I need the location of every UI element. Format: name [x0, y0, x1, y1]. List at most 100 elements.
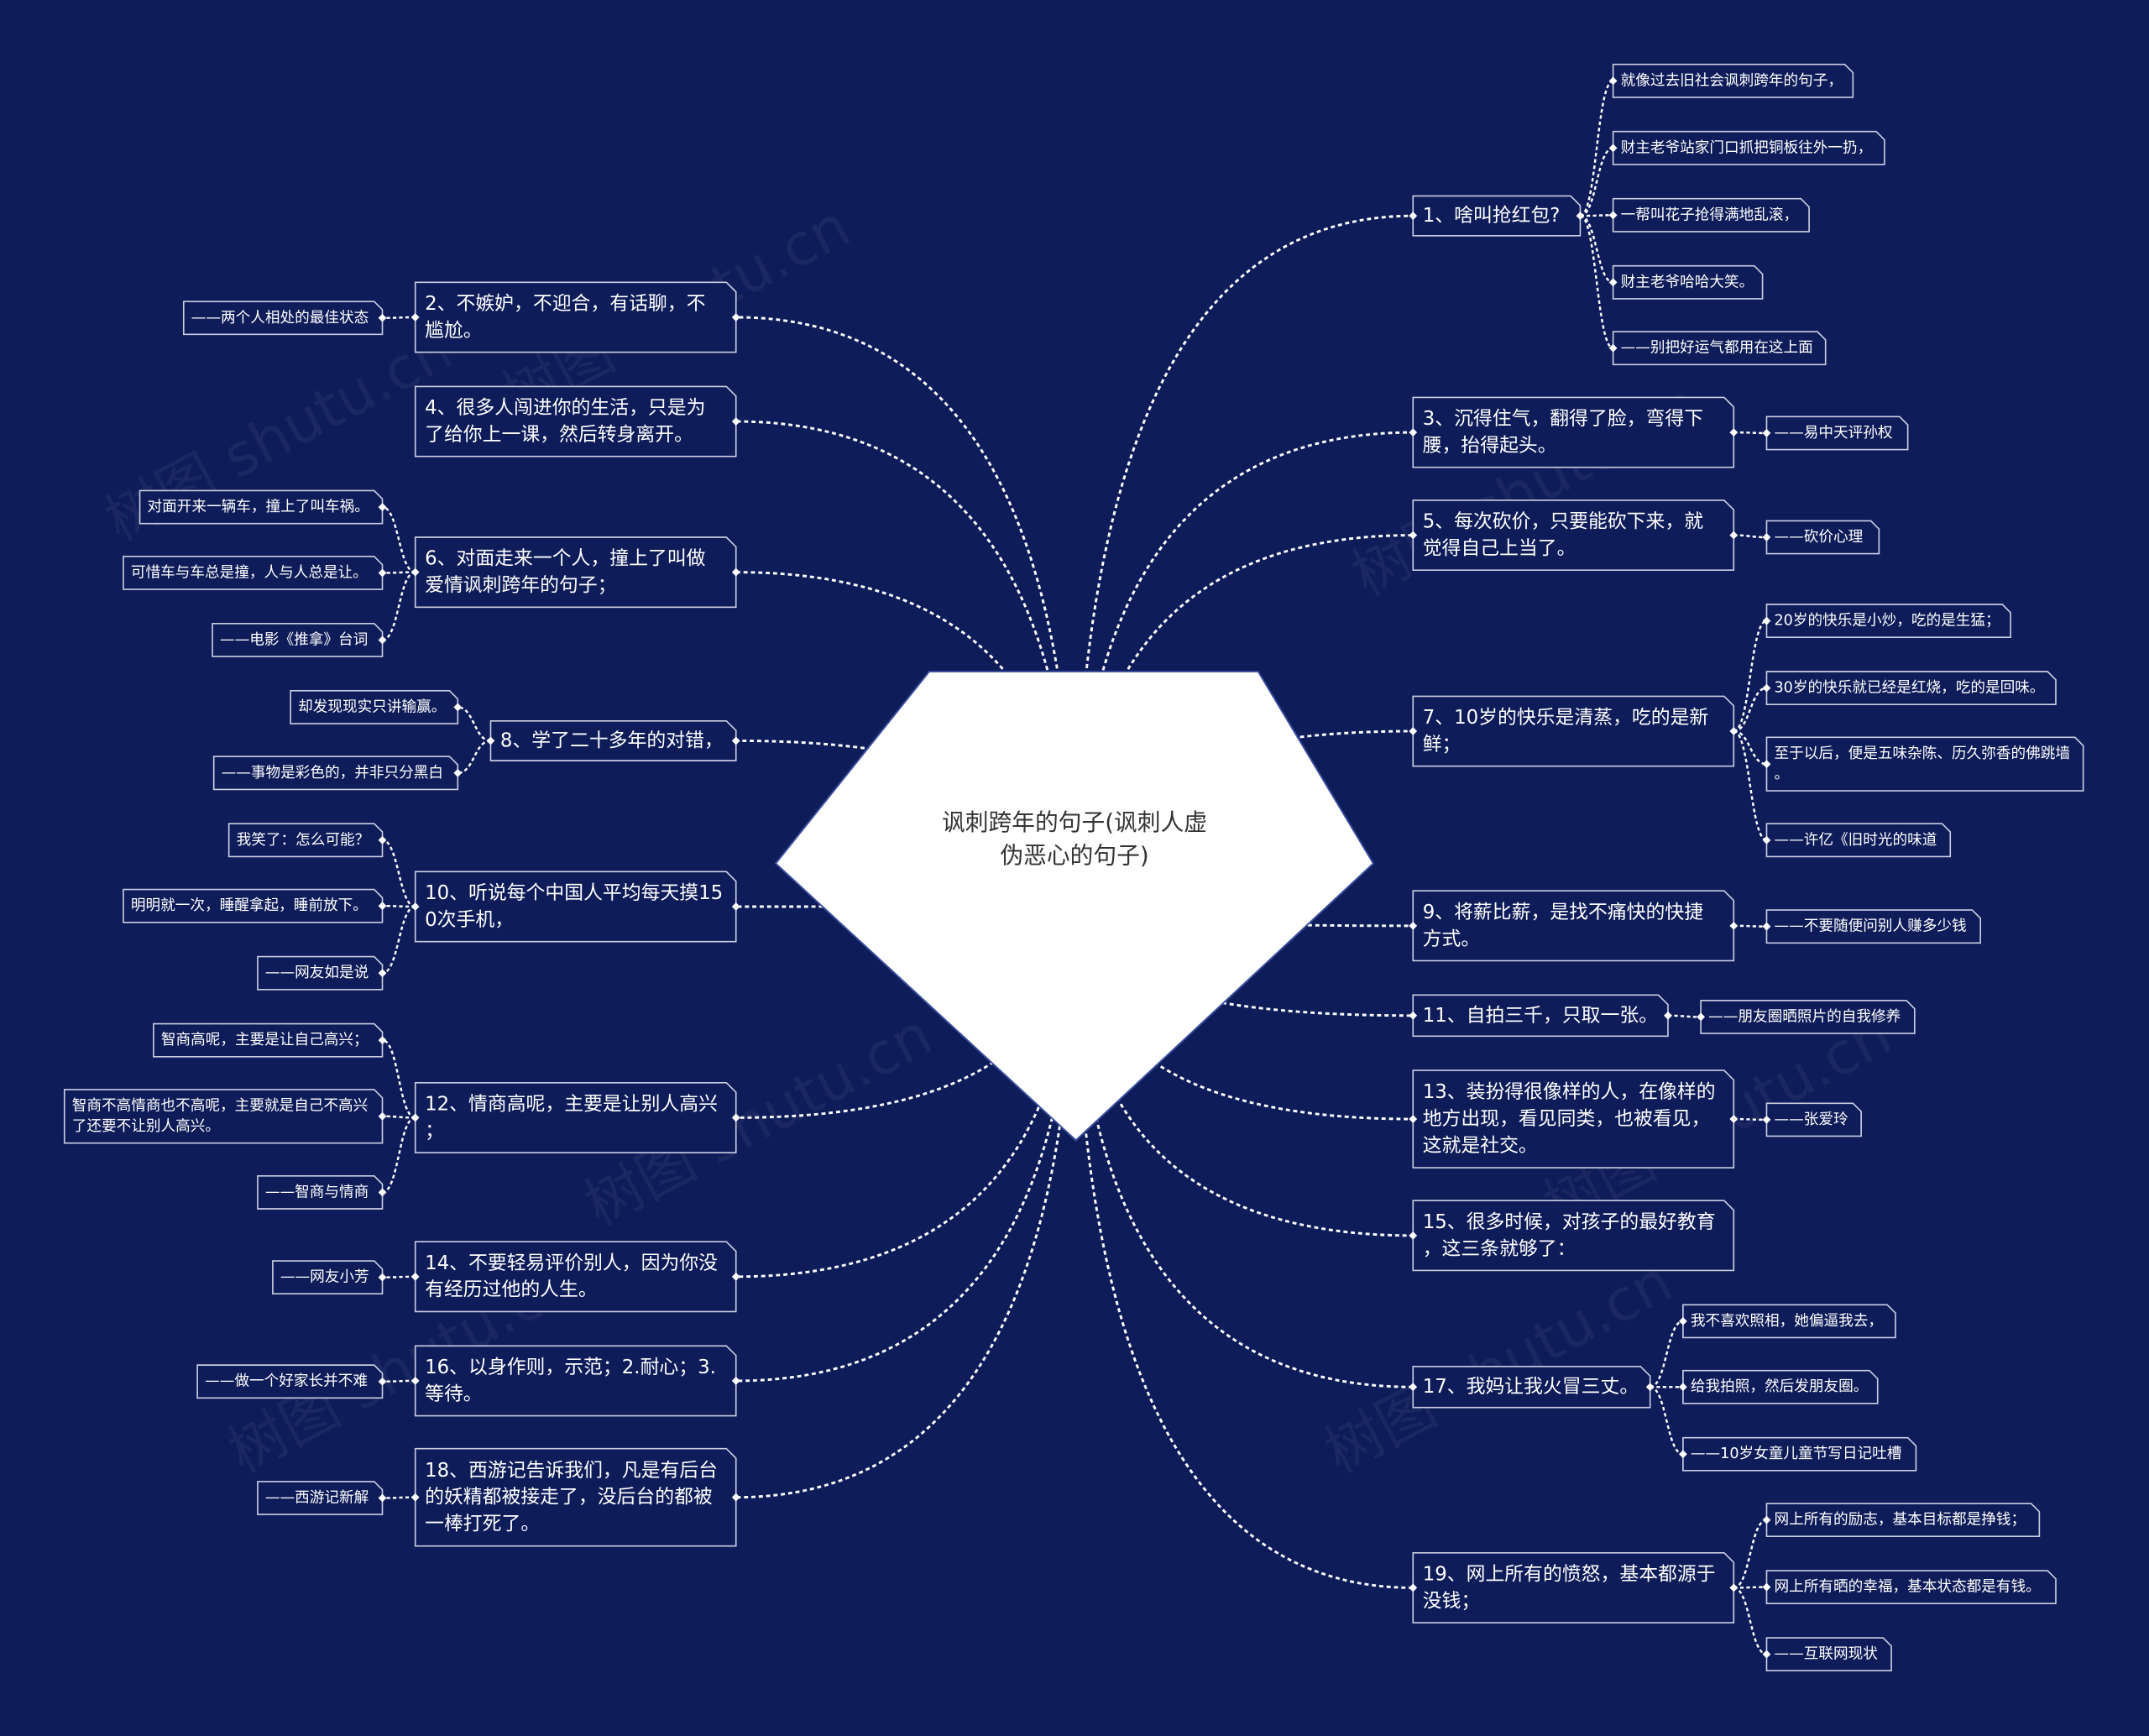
connector-dot	[1762, 1582, 1771, 1592]
branch-node-text: 鲜；	[1423, 734, 1461, 756]
branch-node-text: 方式。	[1423, 928, 1481, 950]
leaf-node-text: ——易中天评孙权	[1774, 424, 1892, 442]
leaf-node: 财主老爷哈哈大笑。	[1612, 264, 1764, 300]
branch-node-frame	[1412, 1365, 1651, 1409]
connector-line	[735, 904, 1076, 1499]
leaf-node-text: ——互联网现状	[1774, 1645, 1878, 1663]
connector-dot	[1409, 212, 1418, 221]
connector-dot	[1729, 1583, 1739, 1592]
leaf-node-frame	[1612, 331, 1827, 366]
leaf-node-text: ——网友如是说	[265, 964, 369, 981]
connector-dot	[731, 567, 740, 577]
branch-node-text: 12、情商高呢，主要是让别人高兴	[425, 1094, 718, 1116]
connector-line	[1580, 214, 1614, 284]
leaf-node: 对面开来一辆车，撞上了叫车祸。	[139, 489, 384, 525]
leaf-node-text: 一帮叫花子抢得满地乱滚，	[1621, 206, 1799, 223]
node-layer: 1、啥叫抢红包?就像过去旧社会讽刺跨年的句子，财主老爷站家门口抓把铜板往外一扔，…	[63, 63, 2084, 1672]
connector-dot	[410, 902, 420, 911]
leaf-node-text: 就像过去旧社会讽刺跨年的句子，	[1621, 71, 1843, 89]
branch-node-text: 4、很多人闯进你的生活，只是为	[425, 397, 705, 419]
branch-node-frame	[414, 281, 737, 353]
leaf-node-frame	[1765, 1637, 1892, 1672]
branch-node-text: 11、自拍三千，只取一张。	[1423, 1005, 1658, 1027]
connector-dot	[486, 736, 495, 745]
branch-node-text: ；	[425, 1120, 444, 1142]
connector-line	[1733, 729, 1768, 842]
branch-node-text: 19、网上所有的愤怒，基本都源于	[1423, 1564, 1716, 1586]
connector-line	[1650, 1320, 1684, 1388]
connector-dot	[378, 568, 387, 578]
leaf-node-text: 财主老爷站家门口抓把铜板往外一扔，	[1621, 139, 1873, 156]
leaf-node: 可惜车与车总是撞，人与人总是让。	[123, 556, 384, 590]
connector-dot	[1679, 1316, 1687, 1326]
branch-node-text: 没钱；	[1423, 1590, 1481, 1612]
branch-node-frame	[414, 1081, 737, 1153]
leaf-node: ——互联网现状	[1765, 1637, 1892, 1672]
connector-dot	[1679, 1383, 1687, 1392]
branch-node-frame	[1412, 1551, 1735, 1624]
branch-node-text: 0次手机，	[425, 909, 514, 931]
connector-dot	[1729, 1115, 1739, 1123]
leaf-node-text: ——朋友圈晒照片的自我修养	[1708, 1007, 1901, 1025]
leaf-node: 给我拍照，然后发朋友圈。	[1682, 1369, 1879, 1404]
leaf-node: ——10岁女童儿童节写日记吐槽	[1682, 1436, 1917, 1472]
branch-node: 16、以身作则，示范；2.耐心；3.等待。	[414, 1345, 737, 1417]
leaf-node: ——许亿《旧时光的味道	[1765, 823, 1952, 858]
leaf-node: ——网友如是说	[257, 955, 384, 991]
leaf-node-text: 对面开来一辆车，撞上了叫车祸。	[148, 498, 369, 515]
branch-node: 15、很多时候，对孩子的最好教育，这三条就够了：	[1412, 1200, 1735, 1272]
connector-dot	[1409, 428, 1418, 437]
branch-node-frame	[1412, 499, 1735, 571]
connector-dot	[453, 703, 463, 712]
connector-dot	[1409, 1231, 1418, 1240]
leaf-node-frame	[1765, 1503, 2041, 1538]
connector-dot	[1762, 1115, 1771, 1124]
leaf-node: 就像过去旧社会讽刺跨年的句子，	[1612, 63, 1854, 98]
leaf-node-text: 20岁的快乐是小炒，吃的是生猛；	[1774, 612, 2000, 630]
leaf-node-text: 却发现现实只讲输赢。	[298, 697, 446, 715]
connector-line	[1733, 1587, 1767, 1655]
connector-dot	[1762, 835, 1771, 844]
leaf-node-frame	[1700, 1000, 1916, 1034]
leaf-node-frame	[272, 1260, 384, 1295]
leaf-node-text: ——事物是彩色的，并非只分黑白	[222, 764, 443, 782]
leaf-node-frame	[1612, 197, 1810, 233]
branch-node-frame	[414, 871, 737, 943]
leaf-node-text: ——10岁女童儿童节写日记吐槽	[1691, 1445, 1902, 1462]
branch-node-text: 尴尬。	[425, 320, 483, 342]
connector-line	[1733, 620, 1767, 733]
connector-dot	[1729, 531, 1739, 540]
leaf-node-frame	[1765, 1570, 2057, 1605]
branch-node-text: 14、不要轻易评价别人，因为你没	[425, 1252, 718, 1274]
connector-dot	[1762, 922, 1771, 931]
leaf-node: 财主老爷站家门口抓把铜板往外一扔，	[1612, 130, 1885, 165]
branch-node-text: 10、听说每个中国人平均每天摸15	[425, 882, 723, 904]
leaf-node-text: ——许亿《旧时光的味道	[1774, 831, 1937, 849]
leaf-node-frame	[1765, 909, 1981, 944]
leaf-node: ——做一个好家长并不难	[196, 1364, 384, 1399]
leaf-node: 网上所有晒的幸福，基本状态都是有钱。	[1765, 1570, 2057, 1605]
branch-node: 12、情商高呢，主要是让别人高兴 ；	[414, 1081, 737, 1153]
branch-node-text: 8、学了二十多年的对错，	[500, 729, 724, 751]
branch-node-text: 这就是社交。	[1423, 1135, 1538, 1157]
connector-dot	[378, 835, 387, 844]
branch-node-text: 的妖精都被接走了，没后台的都被	[425, 1487, 713, 1509]
branch-node-frame	[1412, 1069, 1735, 1169]
connector-dot	[1409, 1011, 1418, 1020]
leaf-node: ——两个人相处的最佳状态	[182, 301, 384, 336]
connector-dot	[1645, 1383, 1655, 1392]
branch-node-text: 爱情讽刺跨年的句子；	[425, 575, 616, 597]
connector-dot	[1762, 533, 1771, 541]
root-title: 伪恶心的句子)	[1000, 841, 1148, 869]
connector-dot	[731, 1493, 740, 1502]
leaf-node-frame	[1765, 671, 2057, 705]
leaf-node: ——张爱玲	[1765, 1102, 1862, 1137]
connector-line	[1073, 904, 1414, 1121]
branch-node-text: 18、西游记告诉我们，凡是有后台	[425, 1460, 718, 1482]
